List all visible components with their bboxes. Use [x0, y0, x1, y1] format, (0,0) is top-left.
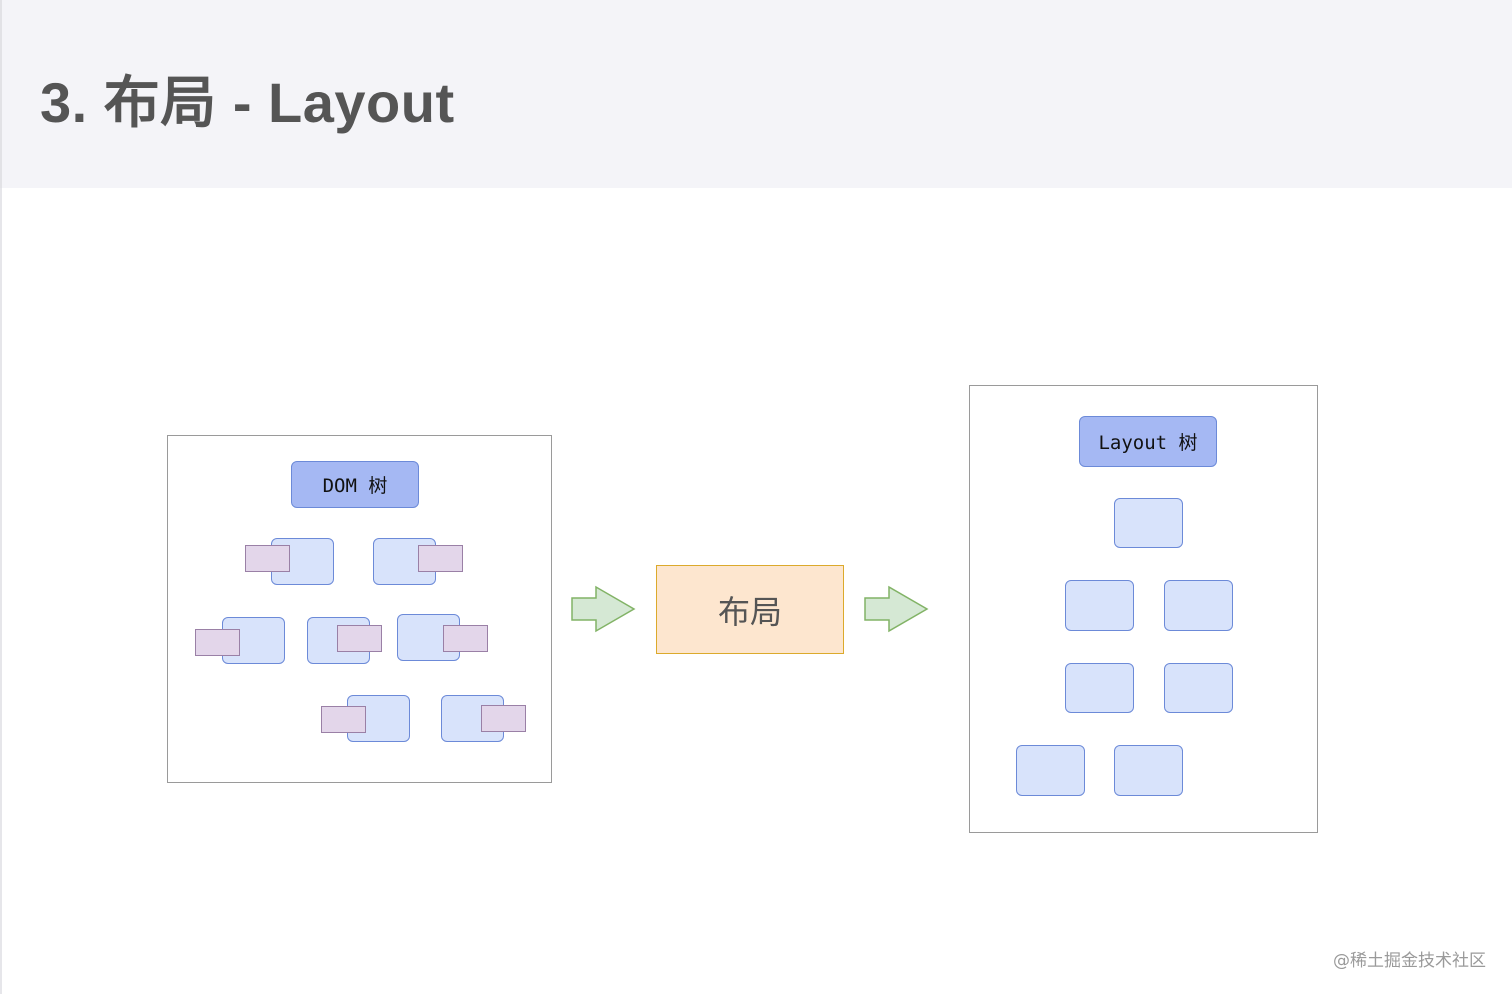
dom-node-r2	[397, 614, 460, 661]
dom-attr-tag	[481, 705, 526, 732]
dom-attr-tag	[195, 629, 240, 656]
dom-attr-tag	[245, 545, 290, 572]
layout-node	[1164, 580, 1233, 631]
layout-node	[1016, 745, 1085, 796]
arrow-to-process	[571, 585, 636, 633]
dom-attr-tag	[337, 625, 382, 652]
arrow-to-layout-tree	[864, 585, 929, 633]
layout-node	[1065, 580, 1134, 631]
layout-node	[1114, 498, 1183, 548]
title-bar: 3. 布局 - Layout	[0, 0, 1512, 188]
layout-node	[1164, 663, 1233, 713]
layout-node	[1065, 663, 1134, 713]
left-edge-line	[0, 188, 2, 994]
dom-tree-root: DOM 树	[291, 461, 419, 508]
page-title: 3. 布局 - Layout	[40, 71, 455, 134]
dom-attr-tag	[443, 625, 488, 652]
watermark: @稀土掘金技术社区	[1333, 951, 1486, 971]
layout-process-box: 布局	[656, 565, 844, 654]
layout-tree-root: Layout 树	[1079, 416, 1217, 467]
dom-attr-tag	[321, 706, 366, 733]
layout-node	[1114, 745, 1183, 796]
dom-attr-tag	[418, 545, 463, 572]
